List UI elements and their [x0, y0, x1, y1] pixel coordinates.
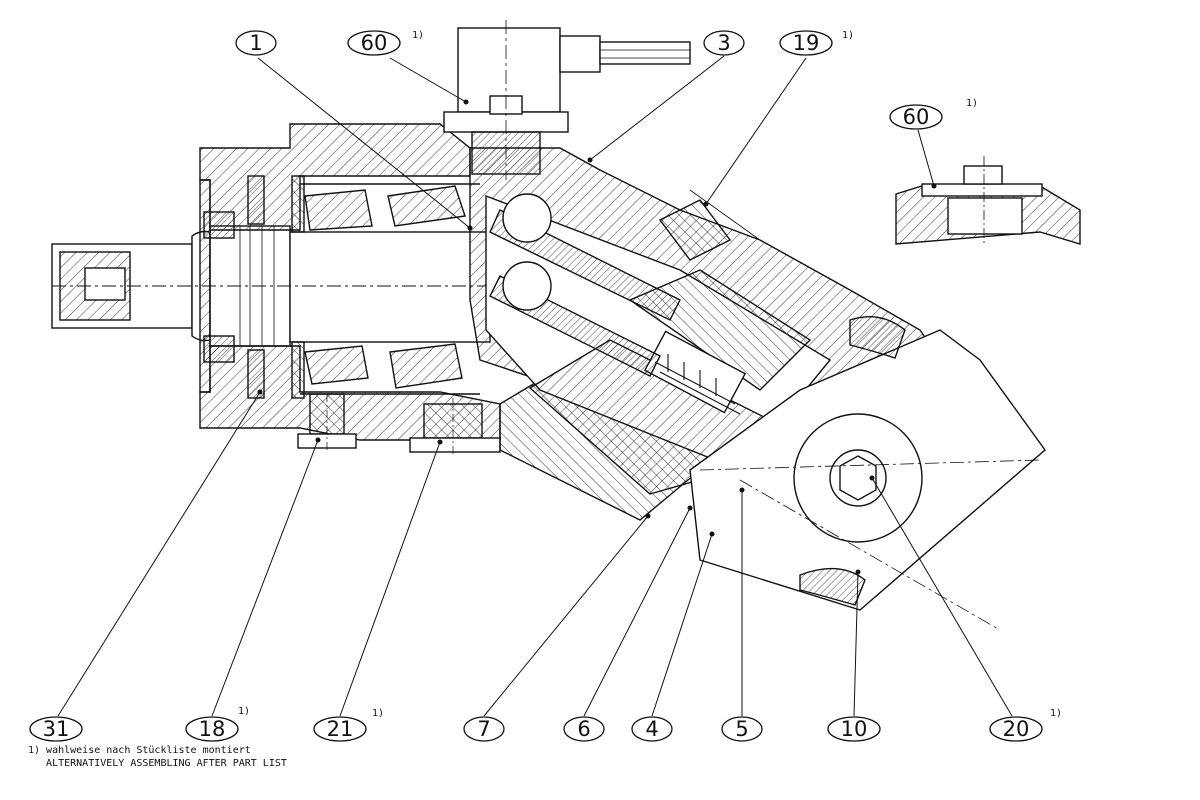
screw-plug-19 — [658, 189, 761, 261]
svg-text:10: 10 — [841, 717, 868, 741]
svg-text:1): 1) — [372, 708, 384, 719]
svg-text:5: 5 — [735, 717, 748, 741]
callout-5: 5 — [721, 716, 763, 742]
callout-18: 18 1) — [185, 706, 250, 742]
leader-lines — [57, 55, 1013, 717]
callout-60-inset: 60 1) — [889, 98, 978, 130]
callout-10: 10 — [827, 716, 881, 742]
svg-text:6: 6 — [577, 717, 590, 741]
callout-7: 7 — [463, 716, 505, 742]
svg-text:1): 1) — [412, 30, 424, 41]
svg-text:18: 18 — [199, 717, 226, 741]
svg-text:4: 4 — [645, 717, 658, 741]
svg-text:1: 1 — [249, 31, 262, 55]
callout-31: 31 — [29, 716, 83, 742]
taper-roller-bearings — [300, 183, 480, 395]
callout-19: 19 1) — [779, 30, 854, 56]
detail-inset-60 — [895, 156, 1081, 246]
svg-text:60: 60 — [903, 105, 930, 129]
callout-4: 4 — [631, 716, 673, 742]
svg-text:31: 31 — [43, 717, 70, 741]
callout-21: 21 1) — [313, 708, 384, 742]
svg-text:1): 1) — [966, 98, 978, 109]
callout-60-top: 60 1) — [347, 30, 424, 56]
svg-text:20: 20 — [1003, 717, 1030, 741]
leader-dots — [257, 99, 937, 575]
callout-20: 20 1) — [989, 708, 1062, 742]
screw-plug-21 — [409, 398, 501, 456]
callout-1: 1 — [235, 30, 277, 56]
end-cover — [689, 316, 1046, 631]
svg-text:1): 1) — [1050, 708, 1062, 719]
svg-text:7: 7 — [477, 717, 490, 741]
footnote-german: 1) wahlweise nach Stückliste montiert — [28, 745, 251, 756]
svg-text:19: 19 — [793, 31, 820, 55]
callout-6: 6 — [563, 716, 605, 742]
piston-rods — [489, 193, 681, 377]
svg-text:3: 3 — [717, 31, 730, 55]
footnote-english: ALTERNATIVELY ASSEMBLING AFTER PART LIST — [28, 758, 287, 769]
svg-text:1): 1) — [238, 706, 250, 717]
svg-text:1): 1) — [842, 30, 854, 41]
screw-plug-18 — [297, 393, 357, 452]
svg-text:21: 21 — [327, 717, 354, 741]
drive-shaft — [51, 225, 540, 347]
svg-text:60: 60 — [361, 31, 388, 55]
callout-3: 3 — [703, 30, 745, 56]
